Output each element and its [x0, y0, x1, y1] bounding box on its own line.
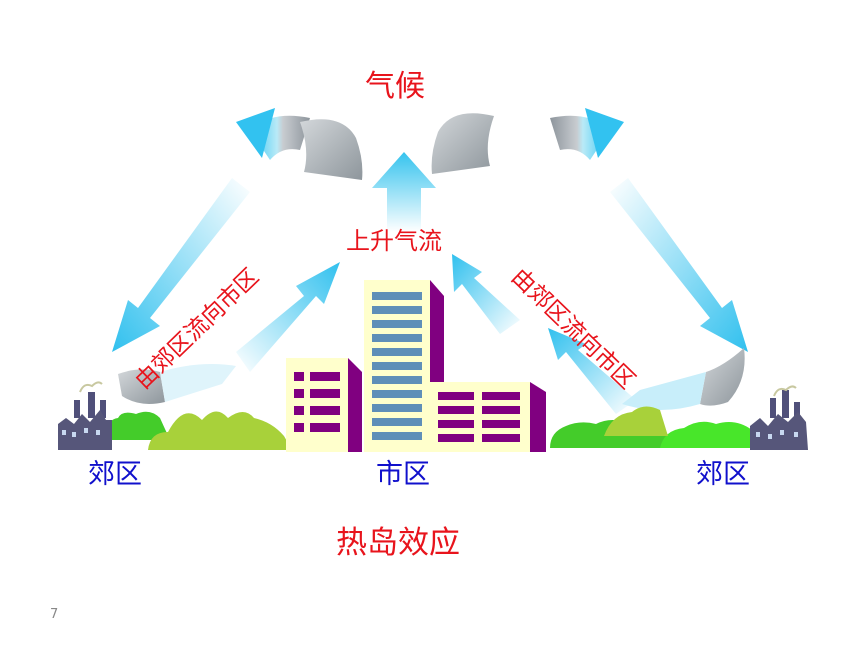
descending-right-arrow: [610, 178, 748, 352]
rising-air-arrow: [372, 152, 436, 232]
factory-right: [750, 385, 808, 450]
descending-left-arrow: [112, 178, 250, 352]
heat-island-title: 热岛效应: [336, 525, 460, 561]
page-number: 7: [50, 607, 59, 622]
city-buildings: [286, 280, 546, 452]
factory-left: [58, 381, 112, 450]
bottom-right-curl: [622, 348, 745, 410]
grass-right: [550, 406, 756, 448]
bottom-left-curl: [118, 364, 236, 404]
suburb-left-label: 郊区: [88, 459, 142, 490]
rising-air-label: 上升气流: [346, 227, 442, 255]
city-label: 市区: [376, 459, 430, 490]
inflow-left-arrow: [236, 262, 340, 372]
inflow-right-arrow: [452, 254, 636, 414]
top-right-curl-arrow: [431, 108, 624, 174]
suburb-right-label: 郊区: [696, 459, 750, 490]
grass-left: [107, 411, 292, 450]
climate-label: 气候: [365, 69, 425, 104]
top-left-curl-arrow: [236, 108, 363, 180]
